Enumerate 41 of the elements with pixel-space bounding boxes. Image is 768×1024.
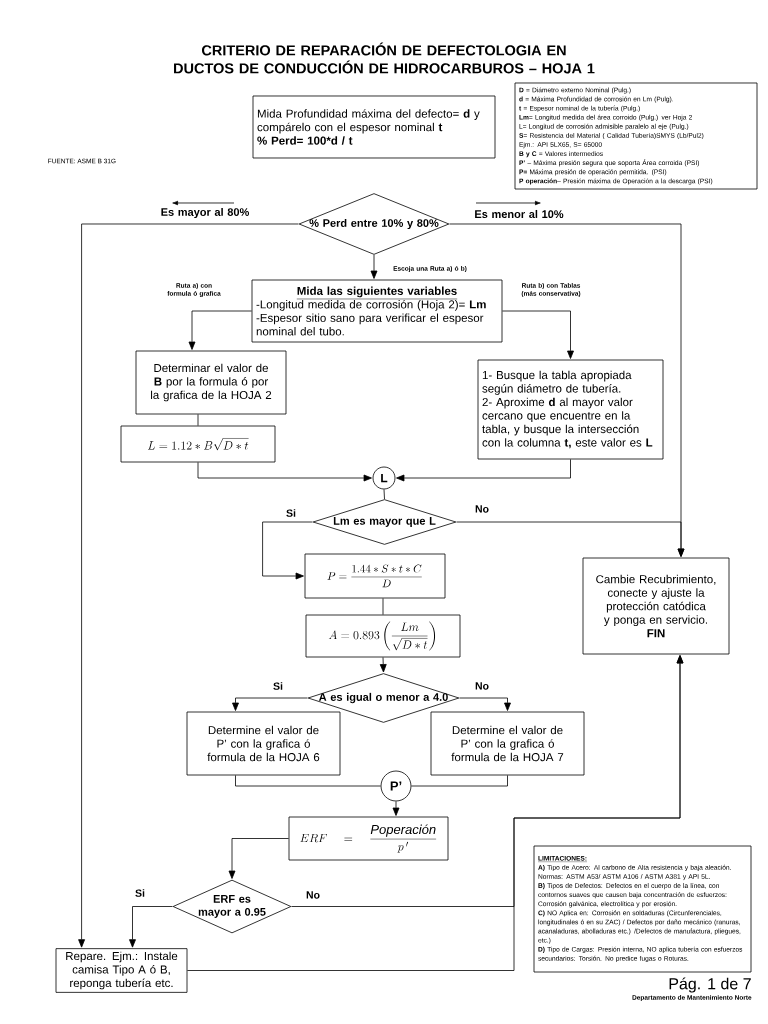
arrow xyxy=(188,310,252,350)
arrow xyxy=(370,254,378,279)
arrow xyxy=(392,801,400,816)
arrow xyxy=(502,310,574,359)
process-box: Determine el valor de P’ con la grafica ó formula de la HOJA 6 xyxy=(186,711,341,776)
arrow xyxy=(232,697,308,711)
arrow xyxy=(78,223,299,948)
edge-label: Si xyxy=(135,889,145,897)
arrow xyxy=(396,459,571,482)
edge-label: Si xyxy=(286,509,296,517)
process-box: 1- Busque la tabla apropiada según diámetro de tubería. 2- Aproxime d al mayor valor cercano que encuentre en la tabla, y busque la intersección con la columna t, este valor es L xyxy=(477,359,664,460)
process-box: Determinar el valor de B por la formula ó por la grafica de la HOJA 2 xyxy=(135,350,287,415)
formula-box: $ERF \quad = \quad \frac{\textit{Poperación}}{p\,'}$ xyxy=(288,816,449,861)
formula-box: $A = 0.893\left(\frac{Lm}{\sqrt{D*t}}\right)$ xyxy=(305,614,461,658)
formula-box: $L = 1.12 * B \sqrt{D * t}$ xyxy=(120,425,276,463)
instruction-box: Mida las siguientes variables -Longitud medida de corrosión (Hoja 2)= Lm -Espesor sitio sano para verificar el espesor nominal del tubo. xyxy=(251,279,503,343)
arrow xyxy=(197,462,372,482)
process-box: Determine el valor de P’ con la grafica ó formula de la HOJA 7 xyxy=(430,711,585,776)
connector-line xyxy=(197,414,199,426)
instruction-box: Mida Profundidad máxima del defecto= d y compárelo con el espesor nominal t % Perd= 100*d / t xyxy=(252,95,496,159)
edge-label: No xyxy=(306,891,320,899)
edge-label: Es menor al 10% xyxy=(475,209,564,219)
edge-label: Si xyxy=(273,682,283,690)
connector-line xyxy=(411,775,508,787)
process-box: Cambie Recubrimiento, conecte y ajuste la protección catódica y ponga en servicio. FIN xyxy=(582,557,730,655)
connector-line xyxy=(383,489,385,500)
title: CRITERIO DE REPARACIÓN DE DEFECTOLOGIA EN DUCTOS DE CONDUCCIÓN DE HIDROCARBUROS – HOJA 1 xyxy=(174,42,595,74)
arrow xyxy=(228,838,289,879)
arrow xyxy=(456,521,685,557)
arrow xyxy=(129,906,173,948)
edge-label: No xyxy=(475,505,489,513)
formula-box: $P = \frac{1.44 * S * t * C}{D}$ xyxy=(304,553,446,599)
arrow xyxy=(459,697,511,711)
connector-line xyxy=(382,598,384,615)
process-box: Repare. Ejm.: Instale camisa Tipo A ó B, reponga tubería etc. xyxy=(55,948,188,993)
arrow xyxy=(262,521,313,580)
edge-label: No xyxy=(475,682,489,690)
connector-line xyxy=(235,775,381,787)
arrow xyxy=(379,657,387,673)
arrow xyxy=(187,655,684,971)
edge-label: Es mayor al 80% xyxy=(161,207,249,219)
